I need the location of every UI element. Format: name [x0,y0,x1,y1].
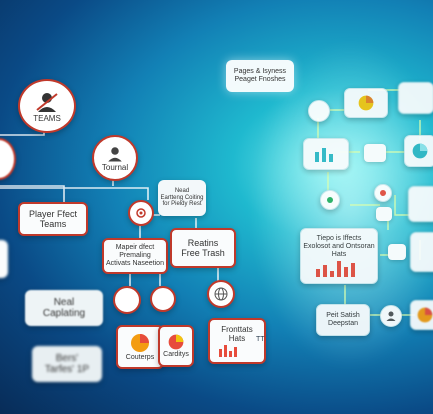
peit-label: Peit Satish Deepstan [326,311,360,327]
tiepo-label: Tiepo is Iffects Exolosot and Ontsoran H… [303,234,375,259]
teams-avatar-node[interactable]: TEAMS [18,79,76,133]
tiepo-node[interactable]: Tiepo is Iffects Exolosot and Ontsoran H… [300,228,378,284]
bers-node[interactable]: Bers' Tarfes' 1P [32,346,102,382]
bar-chart-icon [316,261,355,278]
target-icon [136,208,146,218]
person-icon [386,311,396,321]
user-circle-node[interactable] [308,100,330,122]
pie-chart-icon [358,95,374,111]
mapeir-node[interactable]: Mapeir dfect Premaling Activats Naseetio… [102,238,168,274]
chart-node-2[interactable] [398,82,433,114]
bar-chart-icon [219,345,237,358]
mini-node-1[interactable] [364,144,386,162]
mini-node-2[interactable] [376,207,392,221]
pie-node-right[interactable] [404,135,433,167]
globe-circle-node[interactable] [207,280,235,308]
right-edge-node-3[interactable] [410,300,433,330]
bar-chart-icon [315,148,333,162]
bers-label: Bers' Tarfes' 1P [44,352,90,376]
person-icon [108,146,122,161]
pie-chart-icon [131,333,149,352]
red-dot-node[interactable] [374,184,392,202]
couterps-node[interactable]: Couterps [116,325,164,369]
target-circle-node[interactable] [128,200,154,226]
tt-label: TT [256,336,265,343]
nead-node[interactable]: Nead Eartteng Coiting for Pieldy Rest [158,180,206,216]
couterps-label: Couterps [125,353,155,361]
cardiys-node[interactable]: Carditys [158,325,194,367]
reatins-label: Reatins Free Trash [181,237,225,258]
person-icon [36,92,58,112]
nead-label: Nead Eartteng Coiting for Pieldy Rest [160,187,204,208]
mapeir-label: Mapeir dfect Premaling Activats Naseetio… [106,243,164,268]
globe-icon [214,287,228,301]
pie-chart-icon [412,143,428,159]
cardiys-label: Carditys [163,350,189,358]
green-dot-node[interactable] [320,190,340,210]
pages-node[interactable]: Pages & Isyness Peaget Fnoshes [226,60,294,92]
pie-chart-icon [168,334,184,350]
right-edge-node-2[interactable] [410,232,433,272]
pie-circle-node-1[interactable] [113,286,141,314]
player-effect-node[interactable]: Player Ffect Teams [18,202,88,236]
right-edge-node-1[interactable] [408,186,433,222]
neal-node[interactable]: Neal Caplating [25,290,103,326]
dot-icon [380,190,386,196]
dot-icon [327,197,333,203]
tournal-avatar-node[interactable]: Tournal [92,135,138,181]
peit-node[interactable]: Peit Satish Deepstan [316,304,370,336]
bar-node-1[interactable] [303,138,349,170]
pie-chart-icon [417,307,433,323]
frontsits-node[interactable]: Fronttats Hats [208,318,266,364]
mini-node-3[interactable] [388,244,406,260]
left-edge-node[interactable] [0,240,8,278]
tournal-label: Tournal [101,162,129,172]
reatins-node[interactable]: Reatins Free Trash [170,228,236,268]
player-effect-label: Player Ffect Teams [28,208,77,229]
teams-label: TEAMS [33,113,61,123]
chart-node-1[interactable] [344,88,388,118]
frontsits-label: Fronttats Hats [221,324,253,343]
avatar-circle-right[interactable] [380,305,402,327]
pie-circle-node-2[interactable] [150,286,176,312]
neal-label: Neal Caplating [42,296,86,320]
pages-label: Pages & Isyness Peaget Fnoshes [233,67,287,83]
